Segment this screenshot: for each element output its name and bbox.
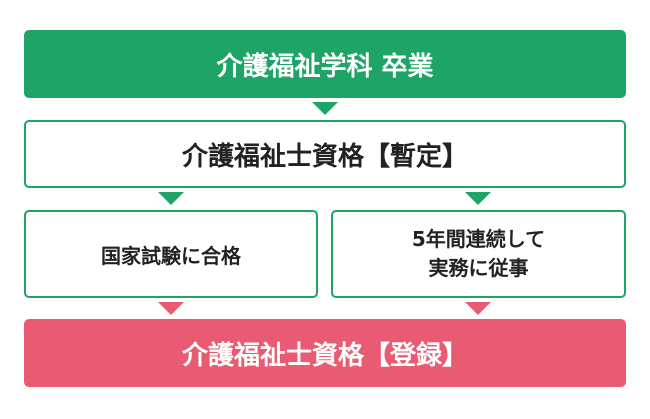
national-exam-node: 国家試験に合格 bbox=[24, 210, 318, 298]
graduation-label: 介護福祉学科 卒業 bbox=[216, 51, 434, 82]
arrow-down-icon bbox=[312, 102, 338, 115]
arrow-down-icon bbox=[158, 302, 184, 315]
graduation-node: 介護福祉学科 卒業 bbox=[24, 30, 626, 98]
arrow-down-icon bbox=[465, 192, 491, 205]
arrow-down-icon bbox=[158, 192, 184, 205]
registered-qualification-node: 介護福祉士資格【登録】 bbox=[24, 319, 626, 387]
provisional-qualification-node: 介護福祉士資格【暫定】 bbox=[24, 120, 626, 188]
arrow-down-icon bbox=[465, 302, 491, 315]
registered-qualification-label: 介護福祉士資格【登録】 bbox=[181, 340, 468, 371]
work-experience-node: 5年間連続して 実務に従事 bbox=[331, 210, 626, 298]
work-experience-line2: 実務に従事 bbox=[428, 256, 529, 280]
work-experience-line1: 5年間連続して bbox=[411, 227, 546, 251]
national-exam-label: 国家試験に合格 bbox=[101, 243, 241, 268]
provisional-qualification-label: 介護福祉士資格【暫定】 bbox=[181, 141, 468, 172]
